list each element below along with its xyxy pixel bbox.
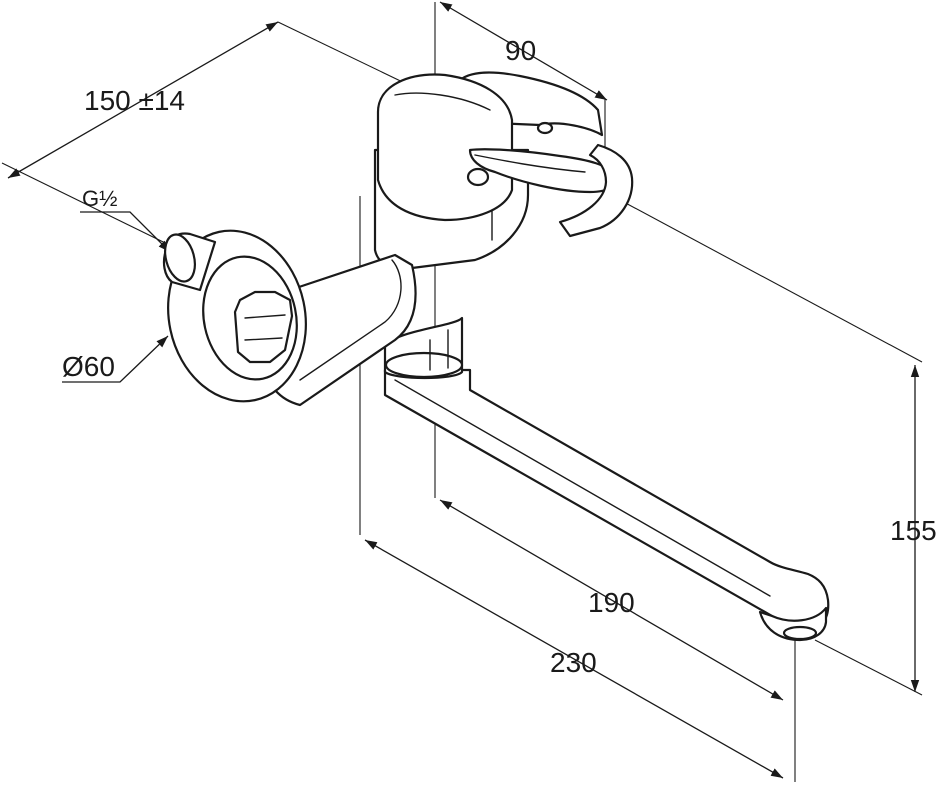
dim-230-line: [364, 539, 784, 779]
label-150: 150 ±14: [84, 85, 185, 116]
thread-leader: [80, 211, 171, 253]
dim-150-line: [7, 21, 279, 179]
label-155: 155: [890, 515, 937, 546]
diameter-leader: [62, 335, 169, 383]
faucet: [162, 71, 830, 642]
spout-collar: [383, 316, 464, 380]
lever-handle: [376, 71, 617, 222]
dimension-labels: 150 ±14 90 G½ Ø60 155 190 230: [62, 35, 937, 678]
spout: [383, 368, 830, 642]
dim-90-line: [439, 1, 608, 101]
inlet-pipe: [162, 232, 217, 292]
label-90: 90: [505, 35, 536, 66]
label-230: 230: [550, 647, 597, 678]
swivel-ring: [558, 143, 634, 238]
label-thread: G½: [82, 186, 117, 211]
label-190: 190: [588, 587, 635, 618]
label-diameter: Ø60: [62, 351, 115, 382]
dimension-lines: [7, 1, 920, 779]
